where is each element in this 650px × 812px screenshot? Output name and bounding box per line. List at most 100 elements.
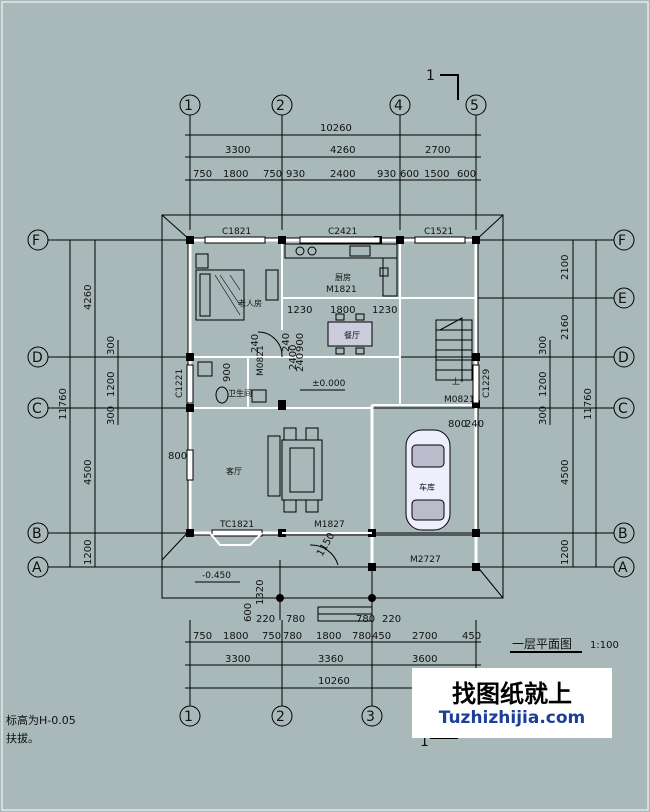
note-line-1: 标高为H-0.05 bbox=[6, 714, 76, 727]
dim-bottom-row1: 750 1800 750 780 1800 780 450 2700 450 bbox=[193, 631, 481, 642]
dim-left-4260: 4260 bbox=[83, 285, 94, 310]
dim-int-2400: 2400 bbox=[288, 345, 299, 370]
axis-E-right: E bbox=[618, 291, 627, 307]
axis-5-top: 5 bbox=[470, 98, 479, 114]
dim-right-300a: 300 bbox=[538, 336, 549, 355]
dim-top-total: 10260 bbox=[320, 123, 352, 134]
room-bathroom: 卫生间 bbox=[228, 388, 252, 398]
dim-bot-750b: 750 bbox=[262, 631, 281, 642]
axis-F-left: F bbox=[32, 233, 40, 249]
dim-right-4500: 4500 bbox=[560, 460, 571, 485]
dining-table bbox=[327, 313, 373, 355]
dim-bot-total: 10260 bbox=[318, 676, 350, 687]
axis-A-left: A bbox=[32, 560, 42, 576]
dim-top-930a: 930 bbox=[286, 169, 305, 180]
dim-top-2700: 2700 bbox=[425, 145, 450, 156]
dim-porch-220a: 220 bbox=[256, 614, 275, 625]
axis-D-right: D bbox=[618, 350, 629, 366]
axis-D-left: D bbox=[32, 350, 43, 366]
bay-window bbox=[209, 532, 263, 546]
dim-top-750b: 750 bbox=[263, 169, 282, 180]
room-garage: 车库 bbox=[419, 482, 435, 492]
dim-top-600a: 600 bbox=[400, 169, 419, 180]
code-M0821-b: M0821 bbox=[444, 395, 475, 405]
axis-A-right: A bbox=[618, 560, 628, 576]
dim-left-300a: 300 bbox=[106, 336, 117, 355]
axis-B-right: B bbox=[618, 526, 628, 542]
dim-bot-780b: 780 bbox=[352, 631, 371, 642]
dim-right-1200b: 1200 bbox=[538, 372, 549, 397]
section-marker-bottom: 1 bbox=[420, 734, 458, 750]
axis-2-bottom: 2 bbox=[276, 709, 285, 725]
room-kitchen: 厨房 bbox=[335, 272, 351, 282]
dim-top-1800: 1800 bbox=[223, 169, 248, 180]
porch-steps bbox=[279, 560, 373, 622]
drawing-scale: 1:100 bbox=[590, 640, 619, 651]
code-M2727: M2727 bbox=[410, 555, 441, 565]
code-M1821: M1821 bbox=[326, 285, 357, 295]
door-swing-entry bbox=[309, 544, 339, 566]
axis-B-left: B bbox=[32, 526, 42, 542]
dim-right-11760: 11760 bbox=[583, 388, 594, 420]
axis-C-left: C bbox=[32, 401, 42, 417]
dim-top-930b: 930 bbox=[377, 169, 396, 180]
dim-porch-780b: 780 bbox=[356, 614, 375, 625]
room-living: 客厅 bbox=[226, 466, 242, 476]
left-dimension-lines bbox=[69, 240, 119, 567]
dim-int-1230a: 1230 bbox=[287, 305, 312, 316]
dim-left-11760: 11760 bbox=[58, 388, 69, 420]
dim-bot-3600: 3600 bbox=[412, 654, 437, 665]
dim-bot-1800b: 1800 bbox=[316, 631, 341, 642]
code-C2421: C2421 bbox=[328, 227, 357, 237]
roof-hips bbox=[161, 214, 504, 599]
drawing-title: 一层平面图 bbox=[512, 637, 572, 651]
code-M0821-a: M0821 bbox=[256, 345, 266, 376]
dim-top-600b: 600 bbox=[457, 169, 476, 180]
watermark-cn: 找图纸就上 bbox=[452, 680, 572, 708]
dim-int-900: 900 bbox=[222, 363, 233, 382]
axis-1-bottom: 1 bbox=[184, 709, 193, 725]
dim-left-300b: 300 bbox=[106, 406, 117, 425]
axis-F-right: F bbox=[618, 233, 626, 249]
dim-bot-1800a: 1800 bbox=[223, 631, 248, 642]
staircase bbox=[435, 317, 473, 382]
right-dimension-lines bbox=[549, 240, 597, 567]
dim-int-240b: 240 bbox=[281, 333, 292, 352]
nightstand bbox=[195, 253, 209, 269]
axis-1-top: 1 bbox=[184, 98, 193, 114]
axis-C-right: C bbox=[618, 401, 628, 417]
car-icon bbox=[405, 429, 451, 531]
dim-int-240d: 240 bbox=[295, 353, 306, 372]
dim-bot-3300: 3300 bbox=[225, 654, 250, 665]
dim-top-1500: 1500 bbox=[424, 169, 449, 180]
dim-left-4500: 4500 bbox=[83, 460, 94, 485]
dim-top-4260: 4260 bbox=[330, 145, 355, 156]
bed bbox=[195, 269, 245, 321]
dim-int-1800: 1800 bbox=[330, 305, 355, 316]
room-elder: 老人房 bbox=[238, 298, 262, 308]
dim-porch-220b: 220 bbox=[382, 614, 401, 625]
dim-int-800a: 800 bbox=[168, 451, 187, 462]
stairs-up-label: 上 bbox=[452, 377, 460, 386]
section-marker-bottom-label: 1 bbox=[420, 734, 429, 750]
dim-right-2100: 2100 bbox=[560, 255, 571, 280]
dim-bot-750a: 750 bbox=[193, 631, 212, 642]
code-M1827: M1827 bbox=[314, 520, 345, 530]
dim-bot-780a: 780 bbox=[283, 631, 302, 642]
living-sofa bbox=[267, 427, 323, 513]
dim-bot-450b: 450 bbox=[462, 631, 481, 642]
dim-left-1200b: 1200 bbox=[106, 372, 117, 397]
dim-porch-600: 600 bbox=[243, 603, 254, 622]
interior-walls bbox=[190, 240, 476, 409]
dim-top-2400: 2400 bbox=[330, 169, 355, 180]
elevation-porch: -0.450 bbox=[202, 571, 231, 581]
code-TC1821: TC1821 bbox=[219, 520, 254, 530]
door-swing-elder bbox=[257, 331, 283, 358]
code-C1521: C1521 bbox=[424, 227, 453, 237]
elevation-main: ±0.000 bbox=[312, 379, 346, 389]
dim-int-240: 240 bbox=[250, 334, 261, 353]
dim-int-1230b: 1230 bbox=[372, 305, 397, 316]
kitchen-counters bbox=[284, 243, 398, 297]
